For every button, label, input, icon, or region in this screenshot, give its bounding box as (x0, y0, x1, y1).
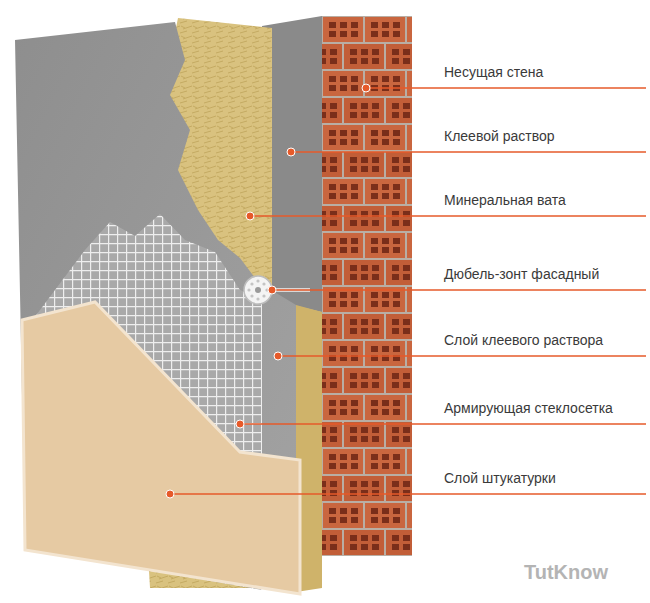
watermark: TutKnow (524, 564, 608, 581)
plaster-layer (22, 302, 300, 594)
layer-label: Несущая стена (444, 64, 543, 81)
leader-dots (166, 84, 370, 498)
layer-label: Слой штукатурки (444, 470, 556, 487)
layer-label: Дюбель-зонт фасадный (444, 266, 599, 283)
layer-label: Клеевой раствор (444, 128, 555, 145)
dowel-center (255, 287, 261, 293)
dowel-holes (247, 279, 268, 300)
layer-label: Минеральная вата (444, 192, 566, 209)
layer-label: Армирующая стеклосетка (444, 400, 613, 417)
leader-lines (170, 88, 646, 494)
brick-wall (322, 16, 412, 556)
layer-label: Слой клеевого раствора (444, 332, 603, 349)
